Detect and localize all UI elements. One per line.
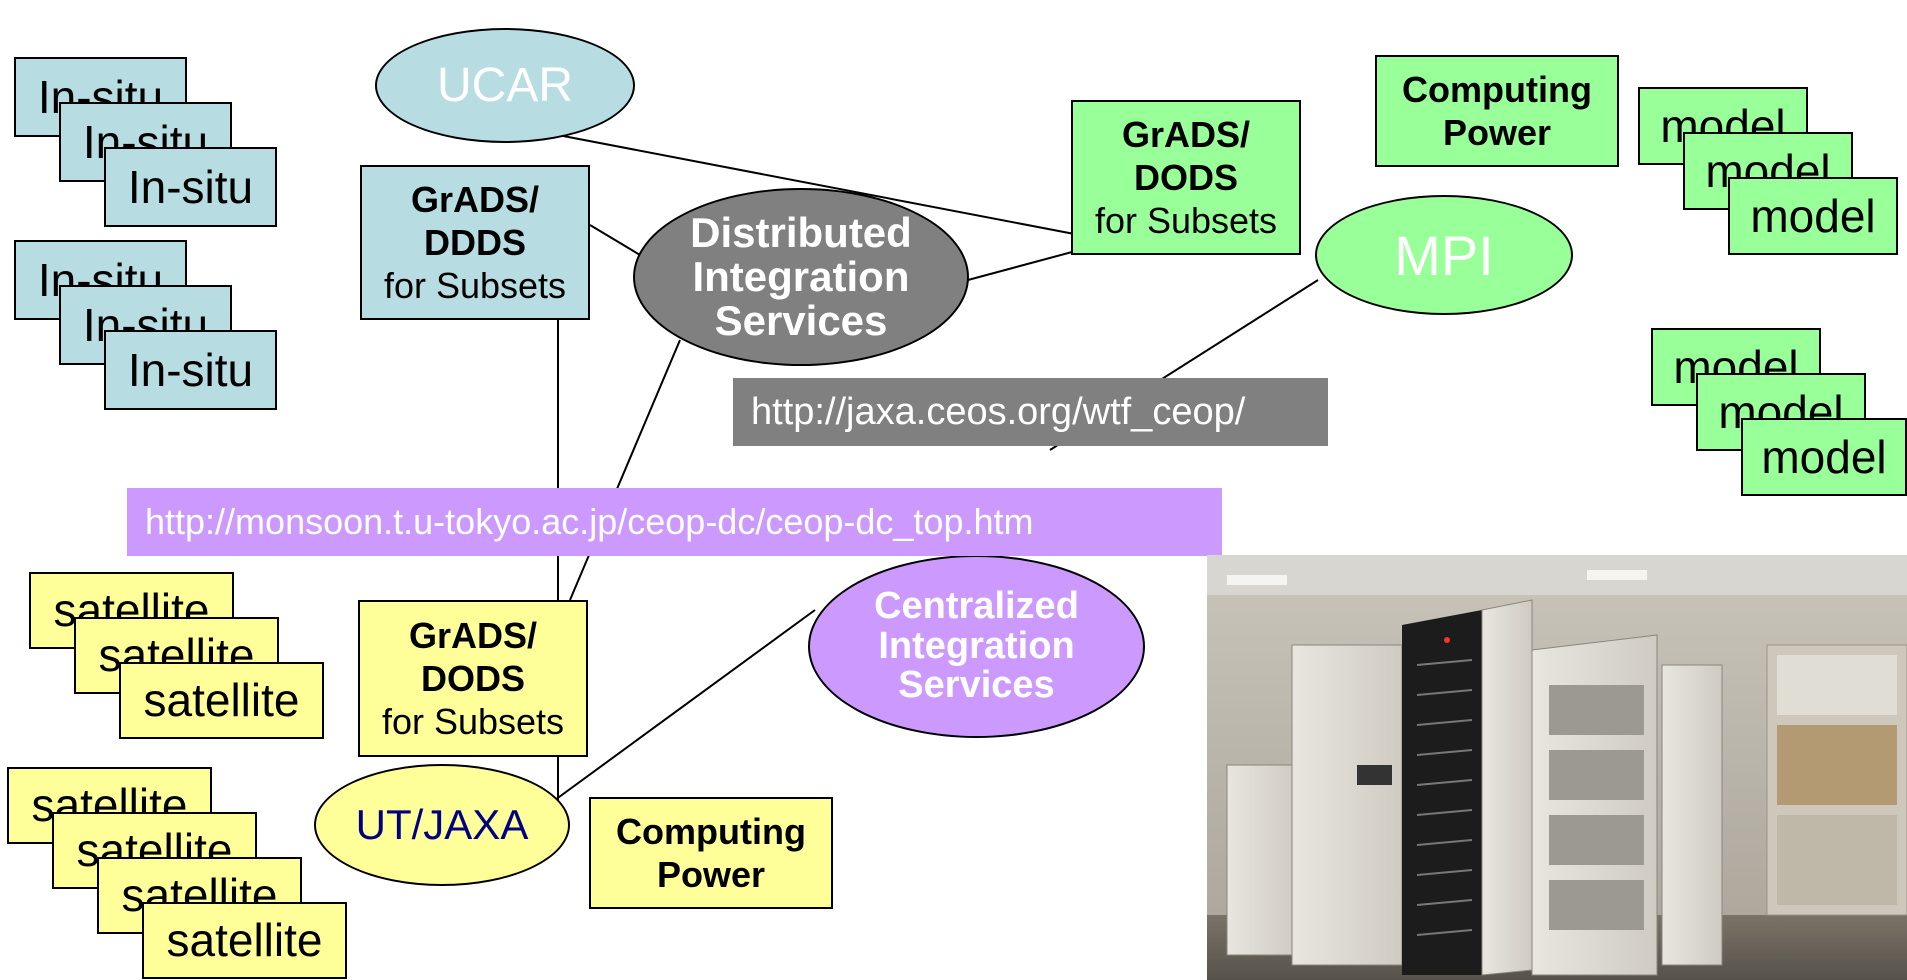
jaxa-url-banner[interactable]: http://jaxa.ceos.org/wtf_ceop/ — [733, 378, 1328, 446]
ucar-node: UCAR — [375, 28, 635, 143]
model-box: model — [1741, 418, 1907, 496]
monsoon-url-text[interactable]: http://monsoon.t.u-tokyo.ac.jp/ceop-dc/c… — [145, 501, 1034, 542]
jaxa-url-text[interactable]: http://jaxa.ceos.org/wtf_ceop/ — [751, 390, 1246, 433]
monsoon-url-banner[interactable]: http://monsoon.t.u-tokyo.ac.jp/ceop-dc/c… — [127, 488, 1222, 556]
in-situ-box: In-situ — [104, 330, 277, 410]
line-distributed-to-yellow — [569, 339, 681, 601]
satellite-box: satellite — [142, 902, 347, 979]
in-situ-box: In-situ — [104, 147, 277, 227]
line-top-to-mpi — [557, 134, 1091, 238]
supercomputer-photo — [1207, 555, 1907, 980]
line-blue-server-to-distributed — [589, 224, 641, 256]
model-box: model — [1728, 177, 1898, 255]
satellite-box: satellite — [119, 662, 324, 739]
mpi-node: MPI — [1315, 195, 1573, 315]
line-distributed-to-green-server — [967, 251, 1073, 281]
line-utjaxa-to-centralized — [554, 609, 816, 801]
ut-jaxa-node: UT/JAXA — [314, 764, 570, 886]
